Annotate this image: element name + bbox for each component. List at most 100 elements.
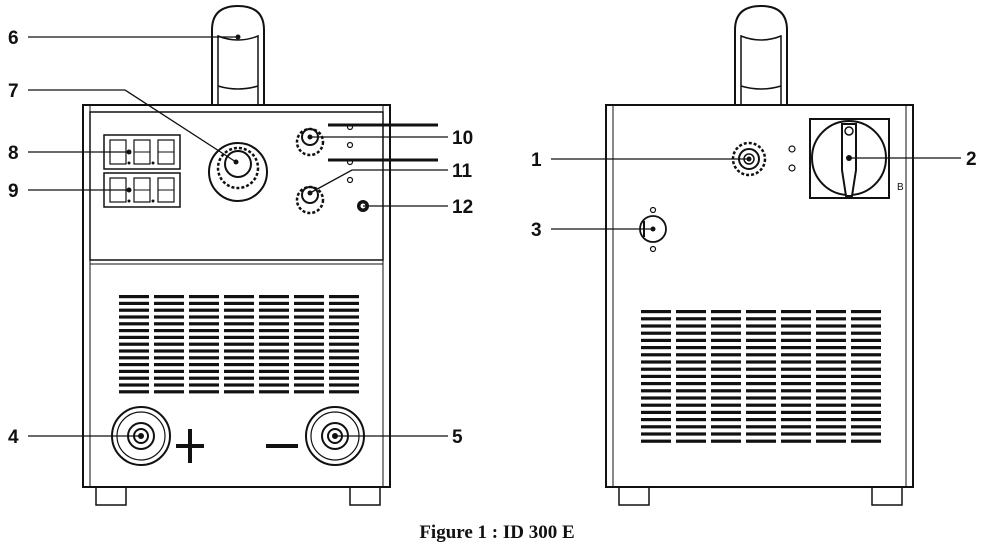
vent-slot xyxy=(294,322,324,326)
vent-slot xyxy=(259,342,289,346)
callout-7: 7 xyxy=(8,81,19,102)
vent-slot xyxy=(224,383,254,387)
vent-slot xyxy=(851,310,881,314)
vent-slot xyxy=(641,396,671,400)
vent-slot xyxy=(119,376,149,380)
rear-body xyxy=(605,104,914,488)
vent-slot xyxy=(816,346,846,350)
vent-slot xyxy=(816,389,846,393)
vent-slot xyxy=(154,315,184,319)
vent-slot xyxy=(294,308,324,312)
vent-slot xyxy=(329,349,359,353)
vent-slot xyxy=(711,346,741,350)
leader-lines xyxy=(28,34,961,439)
vent-slot xyxy=(781,418,811,422)
vent-slot xyxy=(189,322,219,326)
vent-slot xyxy=(224,322,254,326)
vent-slot xyxy=(851,403,881,407)
vent-slot xyxy=(711,389,741,393)
vent-slot xyxy=(816,367,846,371)
vent-slot xyxy=(711,310,741,314)
vent-slot xyxy=(119,315,149,319)
knob-top[interactable] xyxy=(295,127,325,157)
vent-slot xyxy=(781,439,811,443)
vent-slot xyxy=(224,329,254,333)
vent-slot xyxy=(641,310,671,314)
vent-slot xyxy=(851,374,881,378)
vent-slot xyxy=(641,367,671,371)
vent-slot xyxy=(641,360,671,364)
vent-slot xyxy=(851,439,881,443)
vent-slot xyxy=(189,295,219,299)
vent-slot xyxy=(781,396,811,400)
vent-slot xyxy=(329,335,359,339)
vent-slot xyxy=(781,324,811,328)
vent-slot xyxy=(781,353,811,357)
front-vent-grille xyxy=(119,295,359,394)
vent-slot xyxy=(294,363,324,367)
vent-slot xyxy=(294,369,324,373)
vent-slot xyxy=(154,376,184,380)
vent-slot xyxy=(746,310,776,314)
vent-slot xyxy=(294,335,324,339)
vent-slot xyxy=(711,432,741,436)
vent-slot xyxy=(119,390,149,394)
vent-slot xyxy=(224,295,254,299)
vent-slot xyxy=(676,418,706,422)
rear-foot-left xyxy=(618,486,650,506)
vent-slot xyxy=(189,390,219,394)
vent-slot xyxy=(816,324,846,328)
vent-slot xyxy=(641,353,671,357)
vent-slot xyxy=(746,382,776,386)
vent-slot xyxy=(224,390,254,394)
vent-slot xyxy=(641,425,671,429)
knob-bottom[interactable] xyxy=(295,185,325,215)
vent-slot xyxy=(711,367,741,371)
vent-slot xyxy=(329,390,359,394)
vent-slot xyxy=(746,425,776,429)
vent-slot xyxy=(259,376,289,380)
main-knob[interactable] xyxy=(208,142,268,202)
vent-slot xyxy=(816,338,846,342)
vent-slot xyxy=(641,331,671,335)
vent-slot xyxy=(224,308,254,312)
vent-slot xyxy=(189,329,219,333)
vent-slot xyxy=(711,382,741,386)
vent-slot xyxy=(294,356,324,360)
vent-slot xyxy=(259,363,289,367)
vent-slot xyxy=(816,439,846,443)
vent-slot xyxy=(189,342,219,346)
vent-slot xyxy=(329,329,359,333)
vent-slot xyxy=(224,349,254,353)
rear-vent-grille xyxy=(641,310,881,443)
figure-caption: Figure 1 : ID 300 E xyxy=(419,522,574,543)
vent-slot xyxy=(676,432,706,436)
vent-slot xyxy=(154,335,184,339)
vent-slot xyxy=(746,346,776,350)
vent-slot xyxy=(119,356,149,360)
vent-slot xyxy=(676,403,706,407)
vent-slot xyxy=(781,310,811,314)
vent-slot xyxy=(851,382,881,386)
callout-3: 3 xyxy=(531,220,542,241)
vent-slot xyxy=(259,369,289,373)
vent-slot xyxy=(641,432,671,436)
vent-slot xyxy=(119,383,149,387)
vent-slot xyxy=(851,410,881,414)
vent-slot xyxy=(294,295,324,299)
vent-slot xyxy=(746,396,776,400)
vent-slot xyxy=(329,369,359,373)
vent-slot xyxy=(781,382,811,386)
vent-slot xyxy=(711,439,741,443)
vent-slot xyxy=(189,308,219,312)
vent-slot xyxy=(851,331,881,335)
vent-slot xyxy=(781,346,811,350)
vent-slot xyxy=(851,432,881,436)
vent-slot xyxy=(294,376,324,380)
vent-slot xyxy=(781,331,811,335)
vent-slot xyxy=(746,432,776,436)
vent-slot xyxy=(119,342,149,346)
vent-slot xyxy=(746,324,776,328)
vent-slot xyxy=(329,322,359,326)
vent-slot xyxy=(154,383,184,387)
